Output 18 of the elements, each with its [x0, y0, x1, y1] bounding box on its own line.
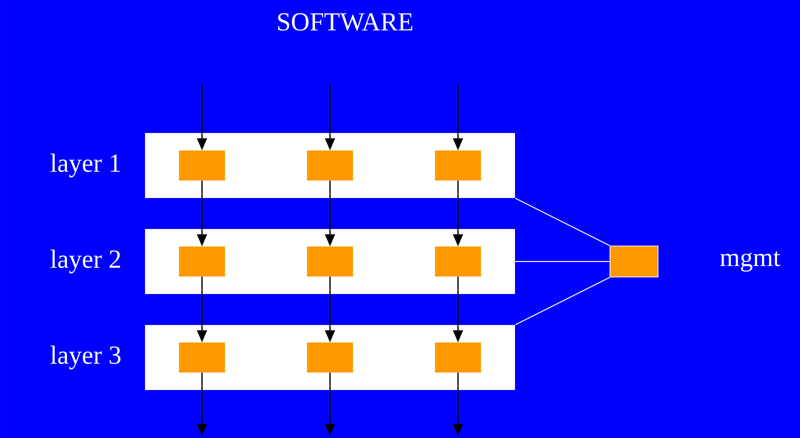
component-box	[307, 150, 353, 180]
connector-line	[514, 261, 610, 262]
node-label: layer 2	[50, 250, 120, 274]
component-box	[179, 150, 225, 180]
node-label: layer 3	[50, 346, 120, 370]
component-box	[435, 246, 481, 276]
component-box	[307, 246, 353, 276]
component-box	[179, 246, 225, 276]
connector-line	[514, 276, 610, 326]
connector-line	[514, 198, 610, 246]
component-box	[435, 342, 481, 372]
management-box	[610, 246, 658, 278]
node-label: layer 1	[50, 154, 120, 178]
component-box	[179, 342, 225, 372]
component-box	[435, 150, 481, 180]
component-box	[307, 342, 353, 372]
box-label: mgmt	[720, 251, 780, 272]
title: SOFTWARE	[278, 13, 412, 31]
